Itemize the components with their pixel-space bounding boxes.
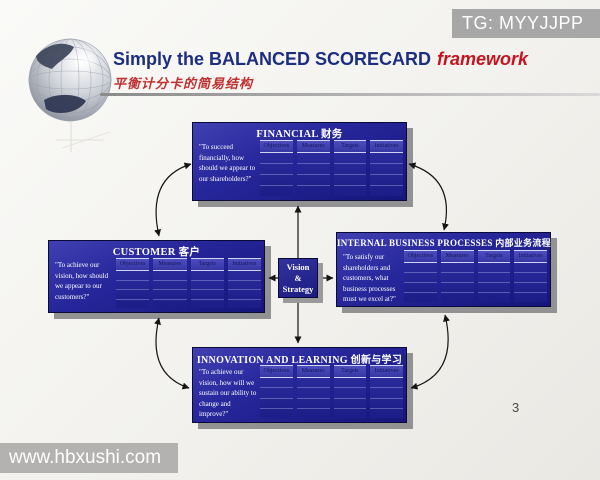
table-column: Objectives	[404, 250, 437, 302]
column-header: Targets	[333, 140, 367, 153]
column-header: Objectives	[116, 258, 150, 271]
financial-table: Objectives Measures Targets Initiatives	[260, 140, 403, 196]
column-header: Targets	[190, 258, 224, 271]
internal-title: INTERNAL BUSINESS PROCESSES 内部业务流程	[337, 238, 552, 248]
financial-box: FINANCIAL 财务 "To succeed financially, ho…	[192, 122, 407, 201]
innovation-title: INNOVATION AND LEARNING 创新与学习	[196, 355, 403, 366]
customer-title: CUSTOMER 客户	[112, 247, 201, 258]
title-main: Simply the BALANCED SCORECARD	[113, 49, 432, 69]
table-column: Measures	[296, 365, 330, 418]
title-accent: framework	[437, 49, 529, 69]
table-column: Initiatives	[227, 258, 261, 308]
customer-body: "To achieve our vision, how should we ap…	[54, 258, 261, 308]
table-column: Initiatives	[514, 250, 547, 302]
page-number: 3	[512, 400, 520, 415]
table-column: Objectives	[260, 365, 293, 418]
vision-line: Vision	[286, 262, 310, 272]
internal-processes-box: INTERNAL BUSINESS PROCESSES 内部业务流程 "To s…	[336, 232, 551, 307]
header-divider	[100, 93, 600, 96]
internal-body: "To satisfy our shareholders and custome…	[342, 250, 547, 303]
globe-icon	[28, 38, 112, 152]
financial-title: FINANCIAL 财务	[256, 129, 343, 140]
column-header: Initiatives	[370, 365, 403, 378]
column-header: Initiatives	[370, 140, 403, 153]
customer-quote: "To achieve our vision, how should we ap…	[55, 261, 109, 301]
customer-table: Objectives Measures Targets Initiatives	[116, 258, 261, 308]
column-header: Targets	[477, 250, 511, 263]
table-column: Measures	[440, 250, 474, 302]
innovation-quote: "To achieve our vision, how will we sust…	[199, 368, 257, 418]
table-column: Targets	[190, 258, 224, 308]
column-header: Objectives	[260, 365, 293, 378]
financial-quote: "To succeed financially, how should we a…	[199, 143, 256, 183]
column-header: Measures	[153, 258, 187, 271]
column-header: Objectives	[260, 140, 293, 153]
column-header: Targets	[333, 365, 367, 378]
arc-financial-internal	[408, 162, 449, 231]
vision-line: &	[294, 273, 302, 284]
innovation-table: Objectives Measures Targets Initiatives	[260, 365, 403, 418]
vision-strategy-box: Vision & Strategy	[278, 258, 318, 298]
column-header: Initiatives	[227, 258, 261, 271]
table-column: Measures	[296, 140, 330, 196]
table-column: Targets	[333, 140, 367, 196]
subtitle-chinese: 平衡计分卡的简易结构	[113, 76, 254, 91]
column-header: Measures	[296, 140, 330, 153]
table-column: Targets	[333, 365, 367, 418]
tg-badge: TG: MYYJJPP	[452, 9, 600, 38]
innovation-learning-box: INNOVATION AND LEARNING 创新与学习 "To achiev…	[192, 347, 407, 423]
table-column: Objectives	[260, 140, 293, 196]
table-column: Objectives	[116, 258, 150, 308]
table-column: Measures	[153, 258, 187, 308]
watermark: www.hbxushi.com	[0, 443, 178, 473]
innovation-body: "To achieve our vision, how will we sust…	[198, 365, 403, 418]
arc-financial-customer	[154, 162, 192, 237]
table-column: Targets	[477, 250, 511, 302]
table-column: Initiatives	[370, 365, 403, 418]
internal-table: Objectives Measures Targets Initiatives	[404, 250, 547, 302]
internal-quote: "To satisfy our shareholders and custome…	[343, 253, 396, 303]
arc-internal-innovation	[410, 314, 450, 390]
column-header: Measures	[440, 250, 474, 263]
customer-box: CUSTOMER 客户 "To achieve our vision, how …	[48, 240, 265, 313]
vision-line: Strategy	[282, 284, 314, 295]
table-column: Initiatives	[370, 140, 403, 196]
financial-body: "To succeed financially, how should we a…	[198, 140, 403, 196]
arc-customer-innovation	[154, 317, 190, 390]
column-header: Objectives	[404, 250, 437, 263]
column-header: Initiatives	[514, 250, 547, 263]
column-header: Measures	[296, 365, 330, 378]
